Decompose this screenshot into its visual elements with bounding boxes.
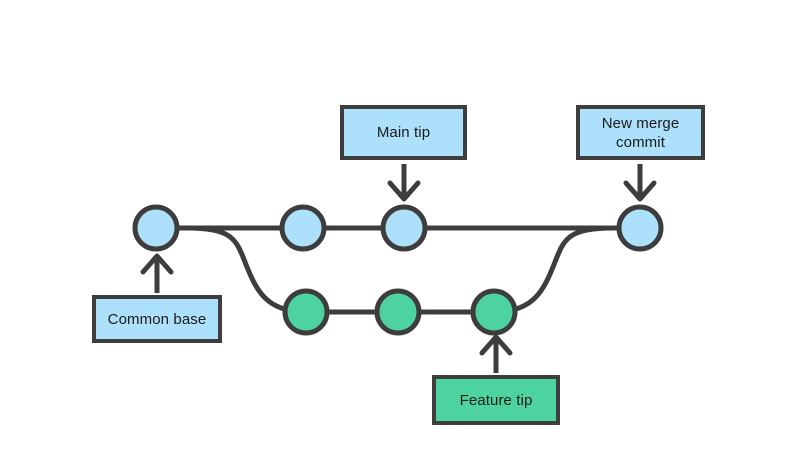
label-common-base[interactable]: Common base	[92, 295, 222, 343]
commit-node-feature-0[interactable]	[282, 288, 330, 336]
label-new-merge-commit[interactable]: New merge commit	[576, 105, 705, 160]
commit-node-main-3[interactable]	[616, 204, 664, 252]
commit-node-feature-2[interactable]	[470, 288, 518, 336]
arrow-up-common-base	[140, 253, 174, 293]
label-feature-tip[interactable]: Feature tip	[432, 375, 560, 425]
commit-node-main-2[interactable]	[380, 204, 428, 252]
edge-merge-in	[491, 225, 617, 315]
arrow-up-feature-tip	[479, 334, 513, 373]
label-arrows	[140, 164, 657, 373]
label-main-tip[interactable]: Main tip	[340, 105, 467, 160]
commit-nodes	[132, 204, 664, 336]
commit-node-feature-1[interactable]	[374, 288, 422, 336]
commit-node-main-0[interactable]	[132, 204, 180, 252]
edge-branch-off	[183, 225, 309, 315]
arrow-down-main-tip	[387, 164, 421, 202]
commit-node-main-1[interactable]	[279, 204, 327, 252]
arrow-down-new-merge-commit	[623, 164, 657, 202]
